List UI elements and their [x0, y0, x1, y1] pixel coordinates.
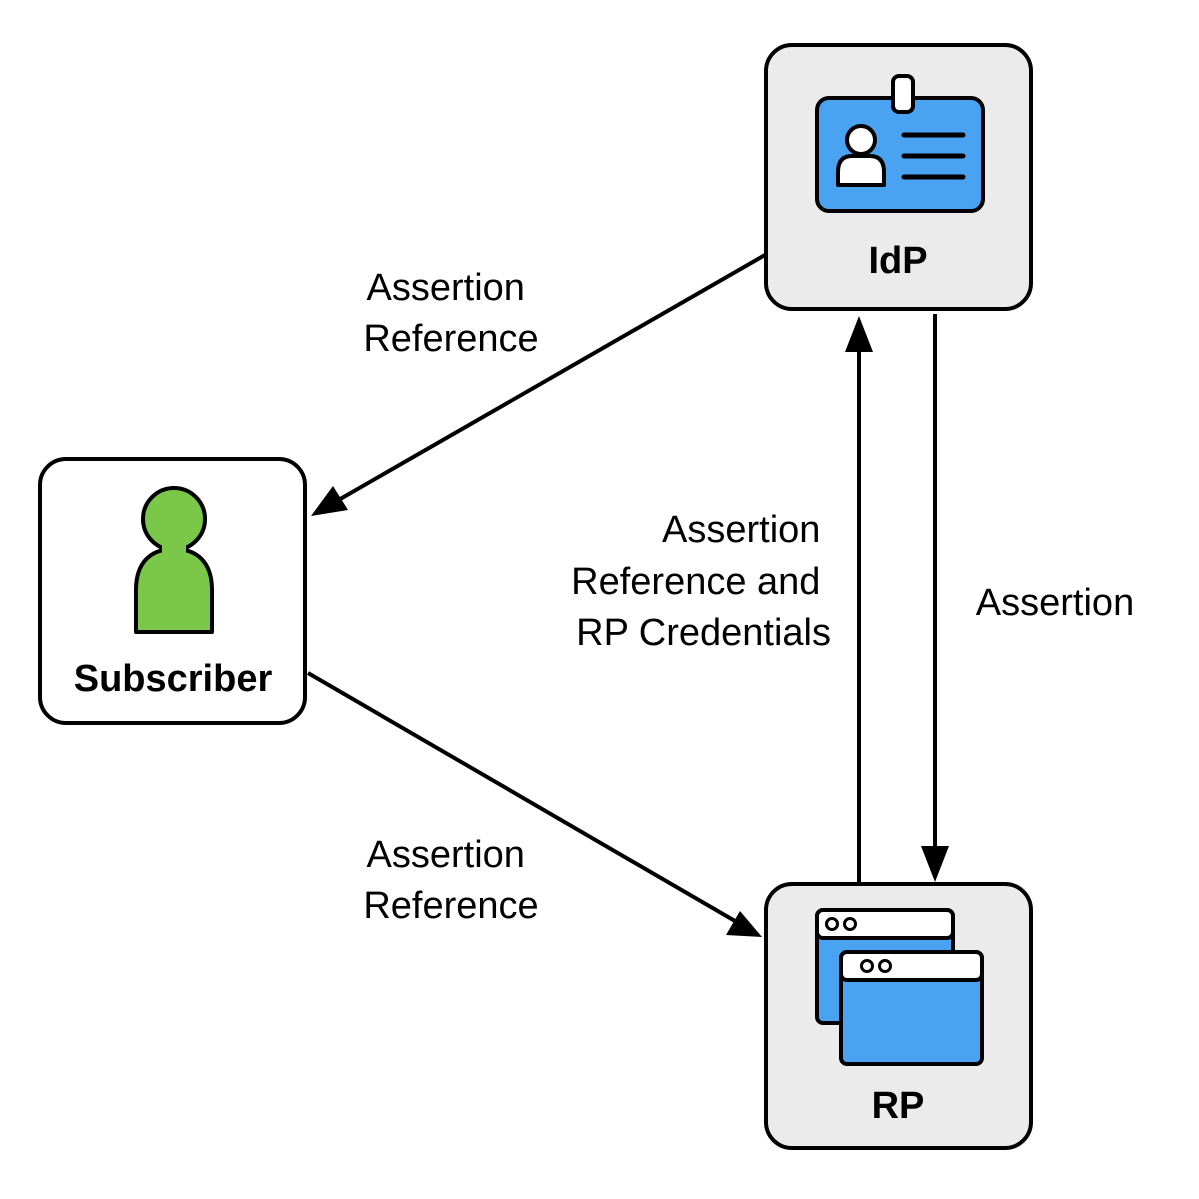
arrowhead-icon — [726, 911, 762, 937]
edge-label-subscriber-to-rp: Assertion Reference — [363, 834, 538, 927]
edge-subscriber-to-rp — [306, 671, 762, 937]
arrowhead-icon — [311, 486, 348, 516]
edge-idp-to-rp — [921, 314, 949, 882]
edge-label-rp-to-idp: Assertion Reference and RP Credentials — [571, 509, 831, 654]
edge-rp-to-idp — [845, 316, 873, 884]
edge-line — [334, 253, 766, 504]
edge-label-line: Assertion — [367, 267, 525, 309]
arrowhead-icon — [921, 846, 949, 882]
rp-label: RP — [872, 1085, 925, 1127]
edge-label-idp-to-subscriber: Assertion Reference — [363, 267, 538, 360]
edge-idp-to-subscriber — [311, 253, 766, 516]
rp-node: RP — [764, 882, 1033, 1150]
browser-windows-icon — [815, 908, 984, 1066]
idp-label: IdP — [868, 240, 927, 282]
edge-label-line: Assertion — [367, 834, 525, 876]
edge-label-line: RP Credentials — [576, 612, 831, 654]
edge-label-line: Reference — [363, 318, 538, 360]
person-icon — [134, 486, 214, 634]
edge-label-line: Assertion — [662, 509, 820, 551]
id-badge-icon — [815, 74, 985, 213]
edge-label-line: Reference and — [571, 561, 820, 603]
edge-label-line: Assertion — [976, 582, 1134, 624]
idp-node: IdP — [764, 43, 1033, 311]
subscriber-node: Subscriber — [38, 457, 307, 725]
edge-line — [306, 671, 737, 923]
arrowhead-icon — [845, 316, 873, 352]
subscriber-label: Subscriber — [74, 658, 273, 700]
edge-label-idp-to-rp: Assertion — [976, 582, 1134, 624]
edge-label-line: Reference — [363, 885, 538, 927]
